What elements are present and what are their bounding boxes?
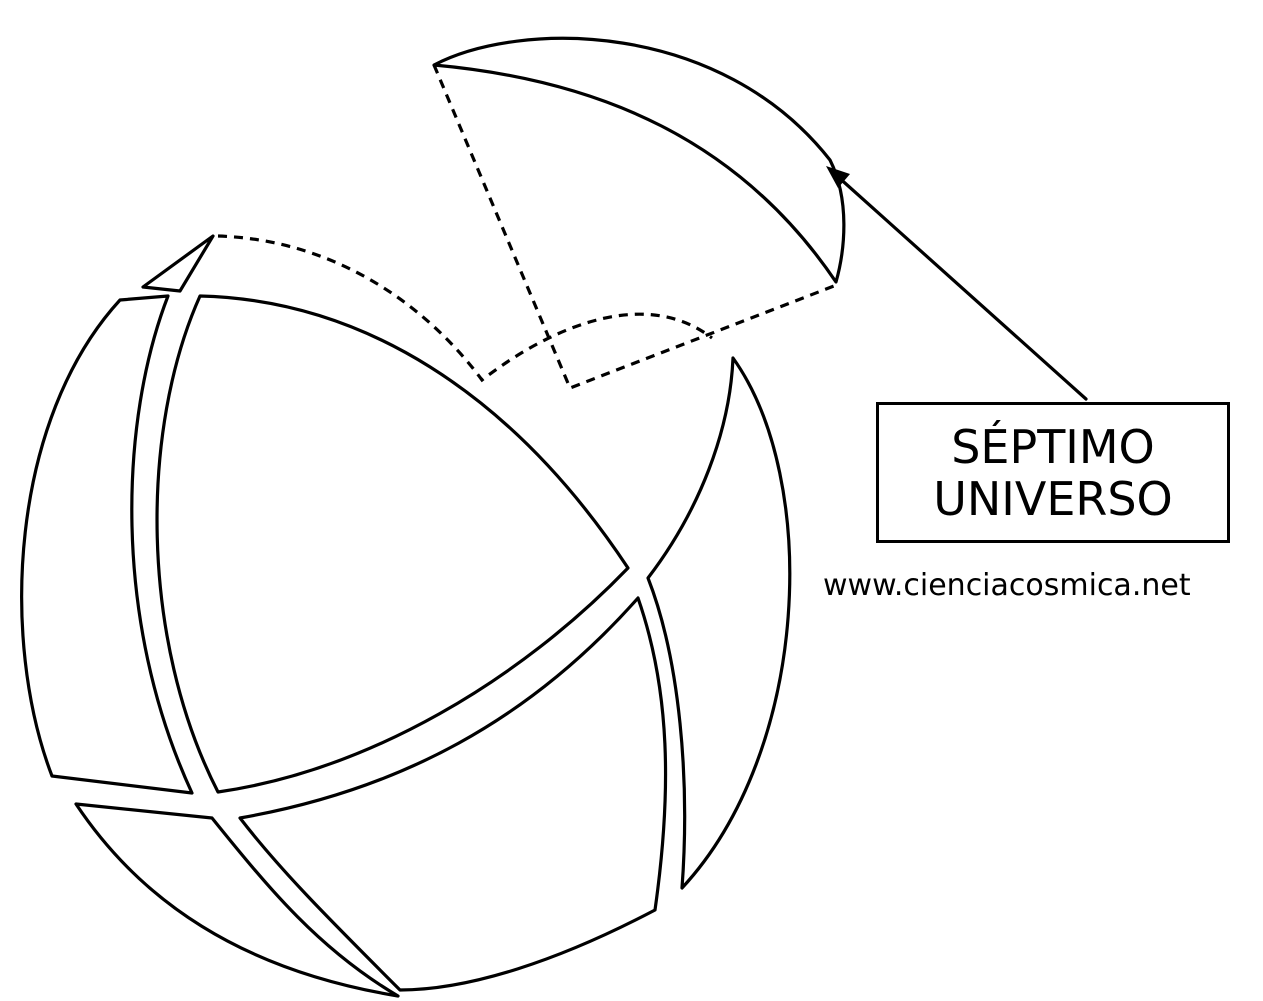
sphere-segment-right-lune [648,358,790,888]
sphere-segment-left-lune [22,296,192,793]
sphere-segment-lower-middle [240,598,666,990]
sphere-fragment-top-sliver [143,236,213,291]
label-line-1: SÉPTIMO [951,421,1155,473]
label-line-2: UNIVERSO [933,473,1173,525]
sphere-segment-upper-main [157,296,628,792]
pointer-arrow-line [836,175,1086,399]
sphere-segment-bottom-left [76,804,398,996]
label-box: SÉPTIMO UNIVERSO [876,402,1230,543]
detached-wedge-piece [434,38,844,282]
website-credit: www.cienciacosmica.net [823,568,1255,603]
